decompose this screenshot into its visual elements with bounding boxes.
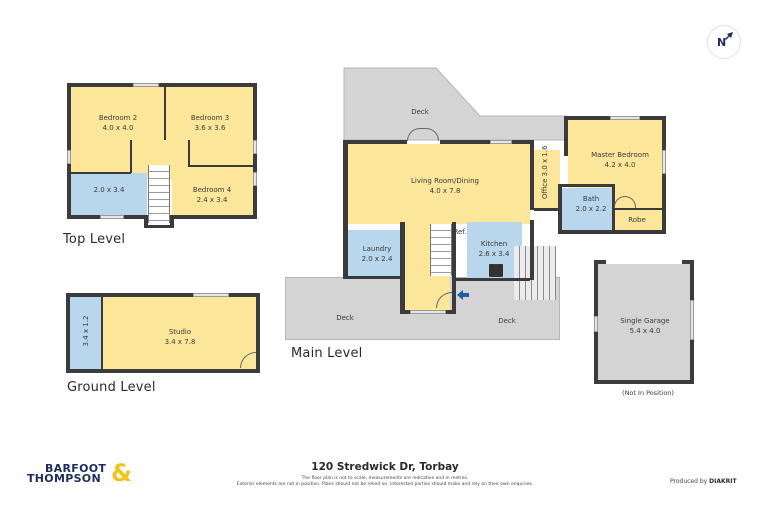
room-name: Laundry — [362, 245, 392, 253]
room-label: Single Garage 5.4 x 4.0 — [612, 316, 678, 336]
ground-bathroom — [70, 297, 101, 369]
brand-line-1: BARFOOT — [45, 462, 107, 475]
room-size: 2.6 x 3.4 — [478, 250, 510, 258]
room-size: 3.4 x 7.8 — [164, 338, 196, 346]
room-label: Deck — [405, 107, 435, 117]
produced-by-label: Produced by — [670, 478, 708, 485]
north-arrow-icon — [725, 32, 733, 40]
disclaimer-line-1: The floor plan is not to scale, measurem… — [301, 476, 469, 481]
room-label: Robe — [620, 215, 654, 225]
room-size: 5.4 x 4.0 — [629, 327, 661, 335]
level-title-main: Main Level — [291, 346, 363, 361]
room-label: Ref. — [452, 227, 468, 237]
room-size: 2.0 x 2.2 — [575, 205, 607, 213]
room-label: Living Room/Dining 4.0 x 7.8 — [400, 176, 490, 196]
laundry — [348, 230, 400, 276]
room-name: Deck — [336, 314, 354, 322]
room-name: Ref. — [453, 228, 467, 236]
room-name: Single Garage — [620, 317, 670, 325]
room-name: Studio — [168, 328, 192, 336]
brand-ampersand: & — [111, 459, 132, 487]
main-stairs — [430, 224, 452, 276]
room-label: Deck — [492, 316, 522, 326]
ensuite-bath — [562, 188, 612, 230]
cooktop-icon — [489, 264, 503, 277]
exterior-stairs — [514, 246, 556, 300]
studio — [103, 297, 256, 369]
room-label: Studio 3.4 x 7.8 — [150, 327, 210, 347]
level-title-ground: Ground Level — [67, 380, 156, 395]
living-dining — [348, 144, 530, 224]
compass: N — [707, 25, 741, 59]
room-name: Bath — [582, 195, 600, 203]
room-label: Office 3.0 x 1.6 — [540, 145, 550, 199]
top-stairs — [148, 165, 170, 223]
room-size: 3.0 x 1.6 — [541, 145, 549, 177]
compass-label: N — [717, 36, 727, 49]
producer-credit: Produced by DIAKRIT — [670, 478, 737, 485]
room-name: Kitchen — [480, 240, 508, 248]
room-name: Living Room/Dining — [411, 177, 479, 185]
room-label: Laundry 2.0 x 2.4 — [355, 244, 399, 264]
top-bathroom — [71, 173, 147, 215]
room-size: 4.2 x 4.0 — [604, 161, 636, 169]
room-name: Bedroom 4 — [192, 186, 232, 194]
entry-arrow-icon — [457, 290, 469, 300]
room-name: Bedroom 3 — [190, 114, 230, 122]
brand-line-2: THOMPSON — [27, 472, 101, 485]
garage-note: (Not In Position) — [622, 389, 674, 397]
room-size: 2.4 x 3.4 — [196, 196, 228, 204]
level-title-top: Top Level — [63, 232, 126, 247]
room-label: 3.4 x 1.2 — [81, 311, 91, 351]
room-name: Robe — [628, 216, 646, 224]
room-name: Office — [541, 178, 549, 199]
room-name: Deck — [498, 317, 516, 325]
property-address: 120 Stredwick Dr, Torbay — [311, 461, 459, 473]
room-size: 4.0 x 4.0 — [102, 124, 134, 132]
room-size: 4.0 x 7.8 — [429, 187, 461, 195]
disclaimer-line-2: Exterior elements are not in position. P… — [236, 482, 534, 487]
room-size: 3.6 x 3.6 — [194, 124, 226, 132]
room-label: Bath 2.0 x 2.2 — [574, 194, 608, 214]
top-deck-shape — [343, 67, 567, 141]
room-name: Bedroom 2 — [98, 114, 138, 122]
brand-logo: BARFOOT THOMPSON & — [27, 459, 137, 492]
room-size: 2.0 x 2.4 — [361, 255, 393, 263]
room-size: 2.0 x 3.4 — [93, 186, 125, 194]
room-label: Bedroom 2 4.0 x 4.0 — [88, 113, 148, 133]
room-name: Master Bedroom — [591, 151, 649, 159]
room-name: Deck — [411, 108, 429, 116]
room-label: 2.0 x 3.4 — [84, 185, 134, 195]
producer-name: DIAKRIT — [709, 478, 737, 485]
room-label: Bedroom 3 3.6 x 3.6 — [180, 113, 240, 133]
room-label: Deck — [330, 313, 360, 323]
room-label: Master Bedroom 4.2 x 4.0 — [585, 150, 655, 170]
single-garage — [598, 264, 690, 380]
room-label: Kitchen 2.6 x 3.4 — [472, 239, 516, 259]
room-size: 3.4 x 1.2 — [82, 315, 90, 347]
room-label: Bedroom 4 2.4 x 3.4 — [182, 185, 242, 205]
office — [532, 150, 560, 210]
